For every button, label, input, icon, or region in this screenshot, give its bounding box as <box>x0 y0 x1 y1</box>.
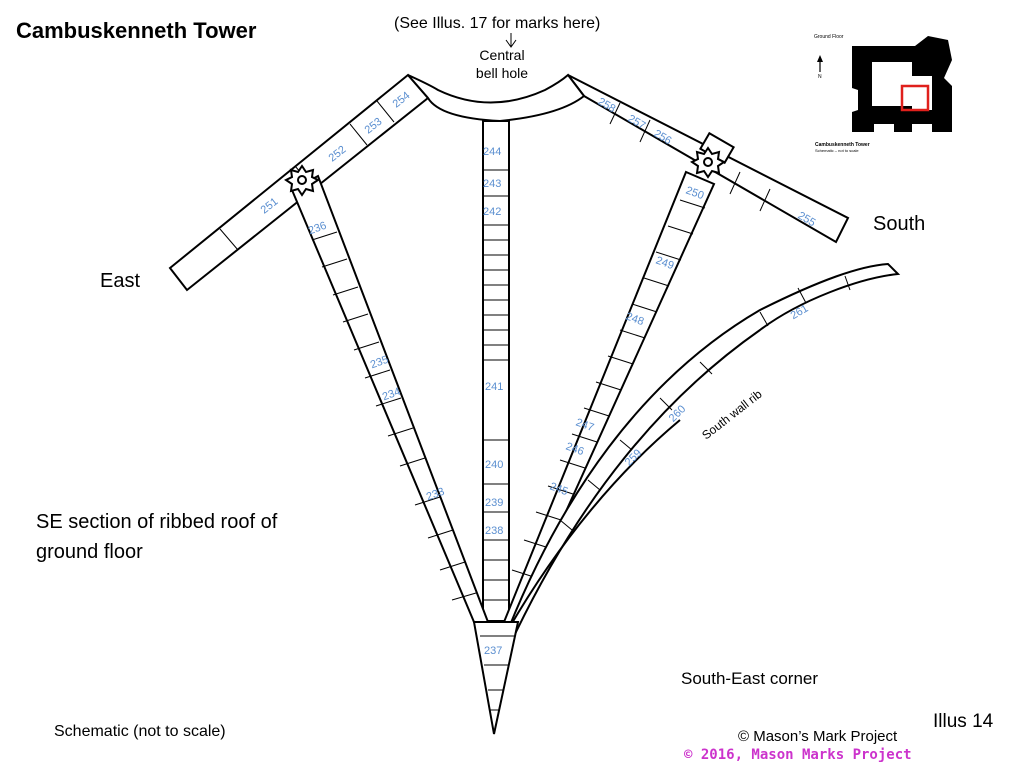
stone-number: 244 <box>483 146 501 158</box>
stone-number: 240 <box>485 459 503 471</box>
inset-plan: Ground Floor N Cambuskenneth Tower Schem… <box>814 34 952 153</box>
right-diagonal-rib <box>502 170 716 623</box>
copyright-2016-notice: © 2016, Mason Marks Project <box>684 747 912 763</box>
stone-number: 237 <box>484 645 502 657</box>
stone-number: 242 <box>483 206 501 218</box>
central-rib <box>482 120 510 622</box>
schematic-note: Schematic (not to scale) <box>54 723 226 740</box>
stone-number: 250 <box>684 185 705 203</box>
illustration-number: Illus 14 <box>933 711 994 732</box>
rosette-mark-south <box>690 146 726 179</box>
stone-number: 235 <box>369 354 390 372</box>
rosette-mark-east <box>284 164 320 197</box>
plan-highlight <box>900 84 930 112</box>
corner-stone <box>472 621 520 735</box>
inset-plan-caption: Cambuskenneth Tower <box>815 142 870 148</box>
inset-plan-label: Ground Floor <box>814 34 844 40</box>
south-label: South <box>873 213 926 235</box>
north-arrow-label: N <box>818 74 822 80</box>
east-label: East <box>100 270 141 292</box>
corner-label: South-East corner <box>681 669 819 688</box>
page-title: Cambuskenneth Tower <box>16 18 257 43</box>
copyright-notice: © Mason’s Mark Project <box>738 728 898 745</box>
note-arrow <box>505 33 517 48</box>
south-wall-rib <box>506 262 901 634</box>
stone-number: 241 <box>485 381 503 393</box>
bell-hole-label: Central bell hole <box>475 47 529 81</box>
stone-number: 239 <box>485 497 503 509</box>
stone-number: 248 <box>624 311 645 329</box>
south-wall-rib-label: South wall rib <box>699 387 765 443</box>
stone-number: 233 <box>425 486 446 504</box>
stone-number: 247 <box>574 417 595 435</box>
stone-number: 238 <box>485 525 503 537</box>
stone-numbers: 251 252 253 254 258 257 256 255 244 243 … <box>259 90 818 657</box>
stone-number: 234 <box>381 386 402 404</box>
stone-number: 236 <box>307 220 328 238</box>
section-caption: SE section of ribbed roof of ground floo… <box>36 511 278 563</box>
stone-number: 243 <box>483 178 501 190</box>
stone-number: 245 <box>548 481 569 499</box>
stone-number: 246 <box>564 441 585 459</box>
bell-hole-arc <box>407 73 586 123</box>
stone-number: 249 <box>654 255 675 273</box>
header-note: (See Illus. 17 for marks here) <box>394 15 601 32</box>
inset-plan-subcaption: Schematic – not to scale <box>815 148 859 153</box>
